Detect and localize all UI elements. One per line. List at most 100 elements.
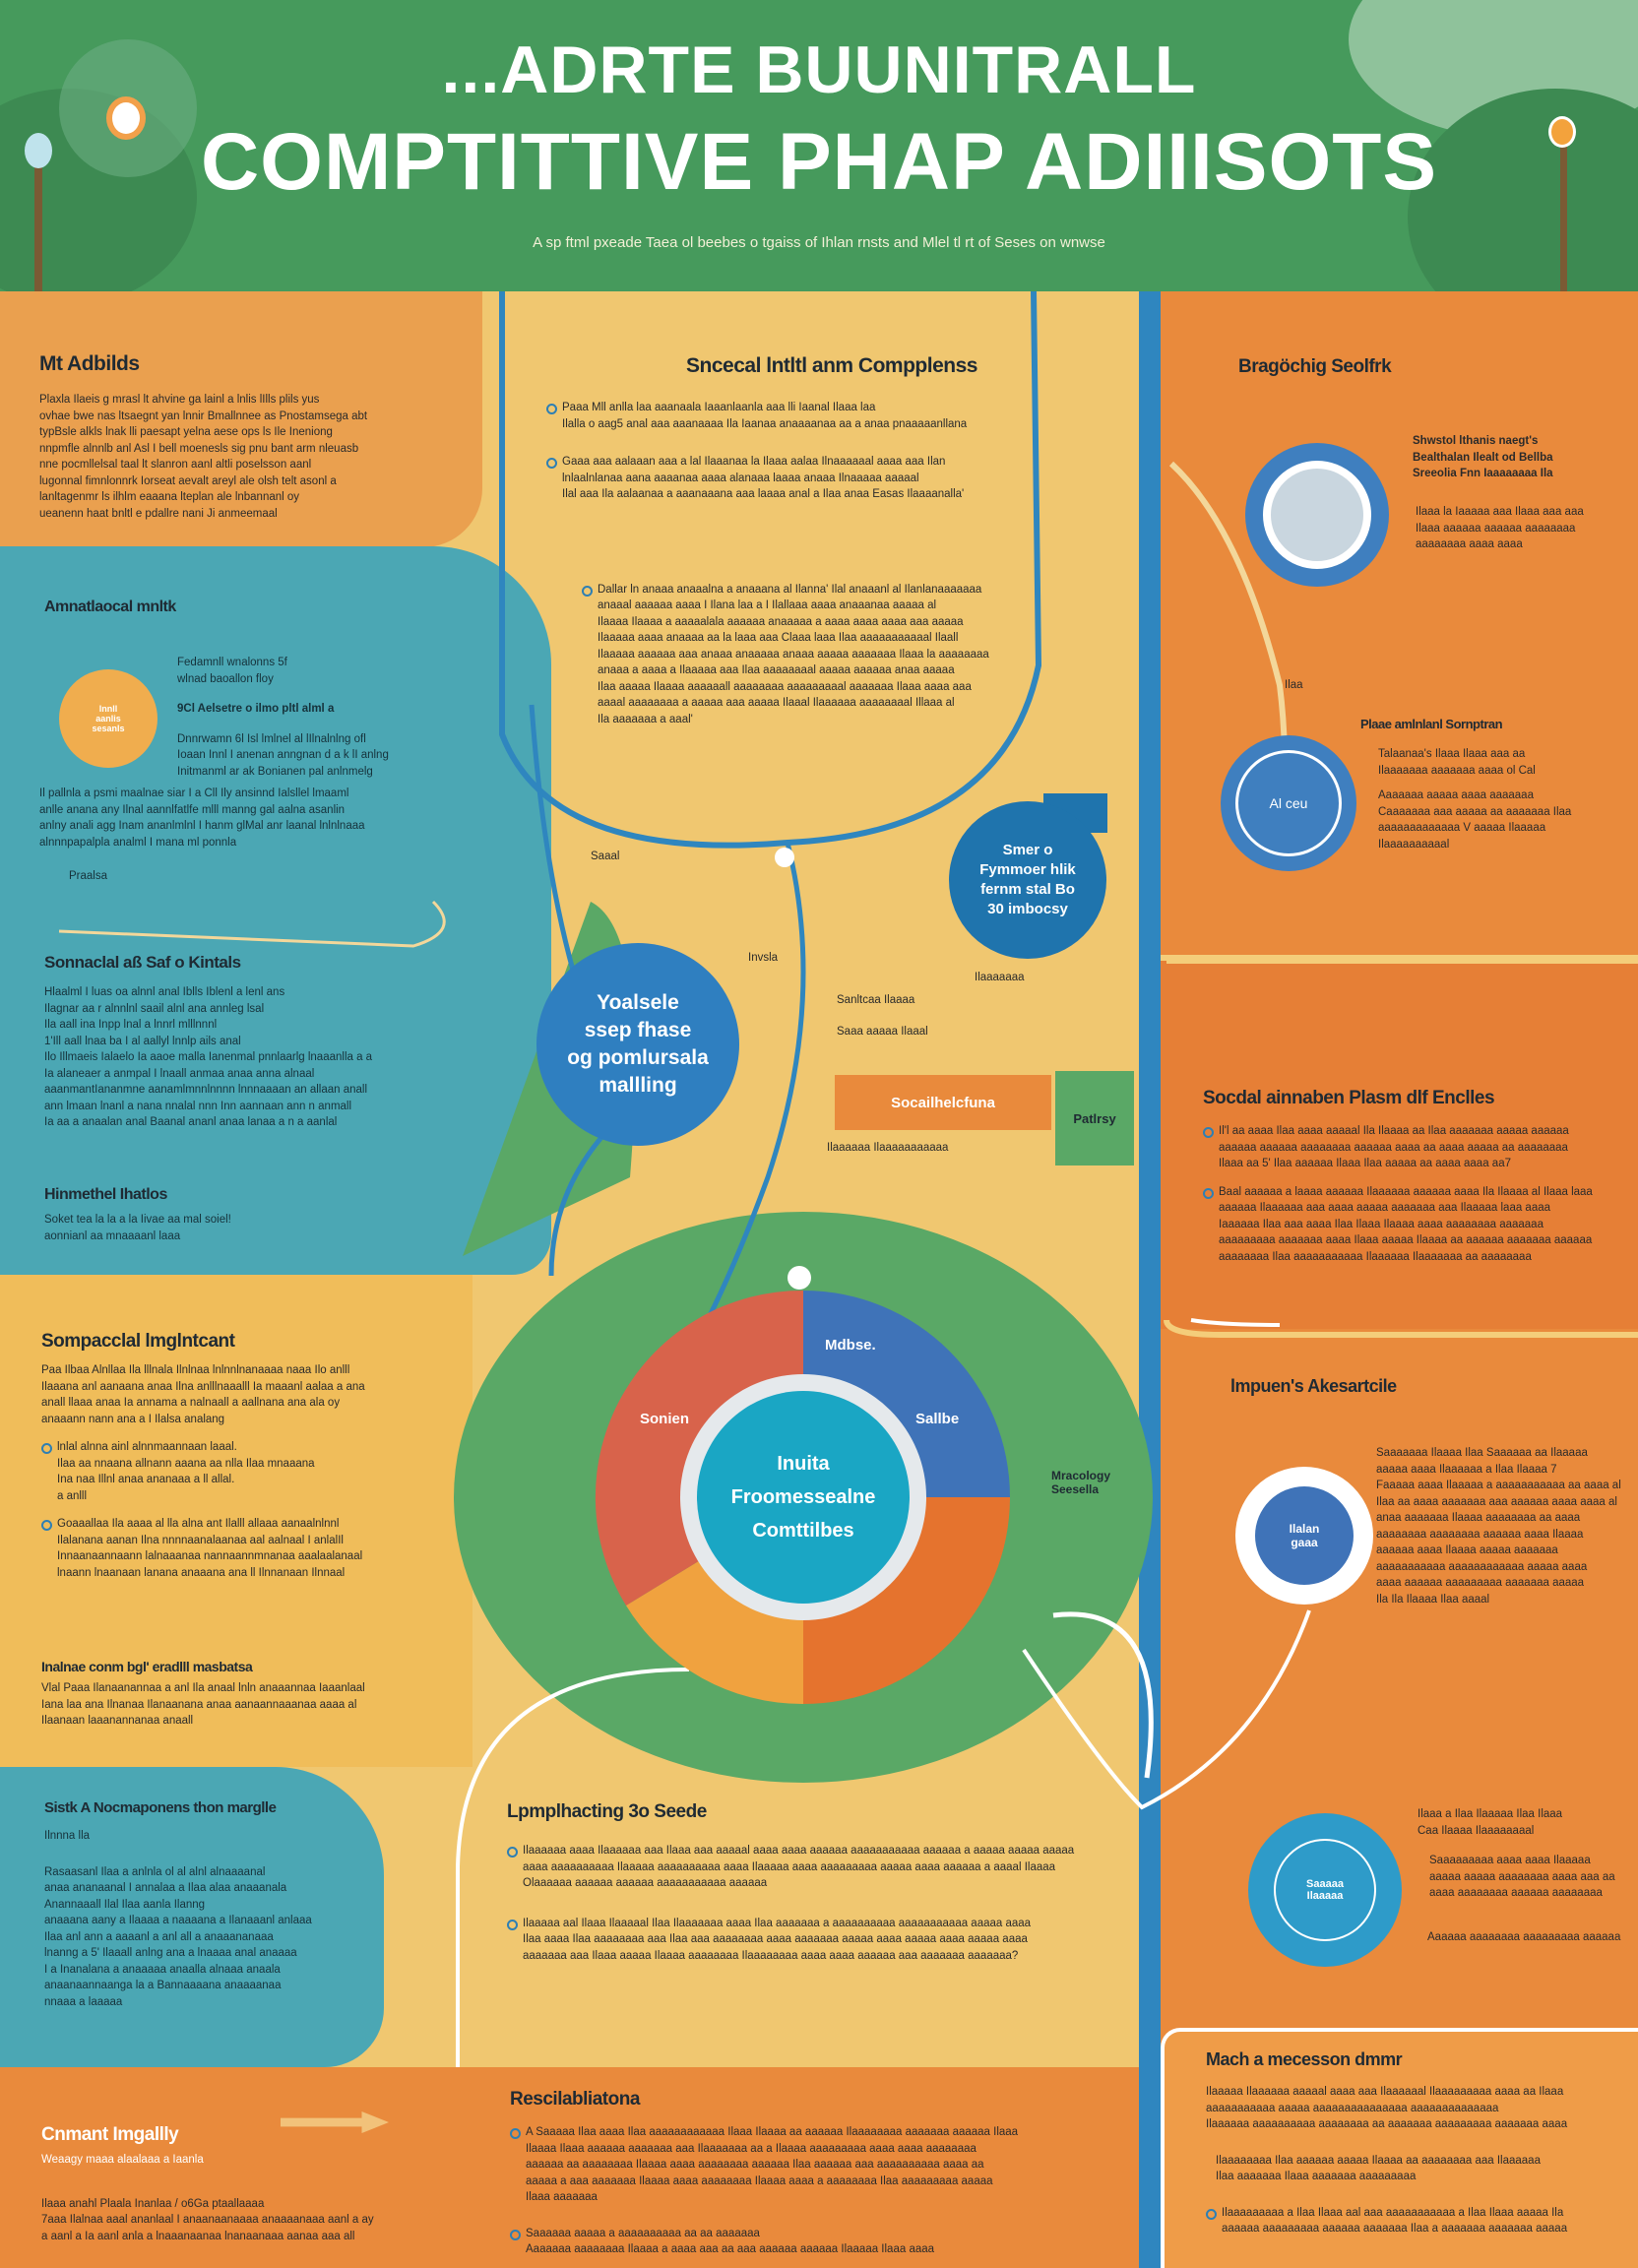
- section-body: Ilaaa anahl Plaala Inanlaa / o6Ga ptaall…: [41, 2196, 455, 2245]
- text-line: lugonnal fimnlonnrk Iorseat aevalt areyl…: [39, 474, 337, 487]
- text-line: Shwstol lthanis naegt's: [1413, 435, 1539, 447]
- text-line: anaaann nann ana a I Ilalsa analang: [41, 1413, 225, 1425]
- text-line: nnpmfle alnnlb anl Asl I bell moenesls s…: [39, 442, 359, 455]
- text-line: anaanaannaanga la a Bannaaaana anaaaanaa: [44, 1980, 282, 1991]
- text-line: Ilaaaaaaaaaal: [1378, 838, 1450, 850]
- white-connector-right: [1052, 1611, 1154, 1779]
- left-teal-panel: [0, 546, 551, 1275]
- text-line: Saaaaaaa Ilaaaa Ilaa Saaaaaa aa Ilaaaaa: [1376, 1447, 1588, 1459]
- text-line: Goaaallaa Ila aaaa al lla alna ant Ilall…: [57, 1518, 340, 1530]
- section-left-4: Hinmethel Ihatlos Soket tea la la a la I…: [44, 1186, 438, 1244]
- text-line: aaaaaa aaaaaa aaaaaaaa aaaaaa aaaa aa aa…: [1219, 1141, 1568, 1154]
- text-line: Ilaa aaaaa Ilaaaa aaaaaall aaaaaaaa aaaa…: [598, 680, 972, 693]
- left-orange-panel: [0, 291, 482, 547]
- right-panel-band: [1161, 955, 1638, 1329]
- text-line: anaaana aany a Ilaaaa a naaaana a Ilanaa…: [44, 1915, 312, 1926]
- trail-label: Ilaa: [1285, 679, 1303, 691]
- text-line: Ilaa aa nnaana allnann aaana aa nlla Ila…: [57, 1457, 315, 1470]
- text-line: Rasaasanl Ilaa a anlnla ol al alnl alnaa…: [44, 1865, 266, 1878]
- text-line: aaaaaa aaaa Ilaaaa aaaaa aaaaaaa: [1376, 1544, 1558, 1556]
- text-line: anlny anali agg Inam ananlmlnl I hanm gl…: [39, 820, 365, 832]
- text-line: aaaa aaaaaaaaaa Ilaaaaa aaaaaaaaaa aaaa …: [523, 1860, 1056, 1873]
- section-subheading: Ilnnna lla: [44, 1830, 91, 1842]
- text-line: Yoalsele: [597, 991, 679, 1014]
- text-line: aaaaaaaaaaa aaaaa aaaaaaaaaaaaaaa aaaaaa…: [1206, 2102, 1499, 2114]
- white-connector-bottom-right: [1022, 1609, 1311, 1810]
- wheel-diagram: [595, 1290, 1010, 1705]
- text-line: fernm stal Bo: [980, 881, 1075, 898]
- text-line: sesanls: [92, 724, 125, 733]
- section-heading: Bragöchig Seolfrk: [1238, 356, 1392, 377]
- text-line: aaaaaaaa aaaaaaaa aaaaaa aaaa Ilaaaa: [1376, 1528, 1584, 1541]
- orange-label-box: Socailhelcfuna: [835, 1075, 1051, 1130]
- center-bottom-panel: [453, 2067, 1139, 2268]
- text-line: anaaa a aaaa a Ilaaaaa aaa Ilaa aaaaaaaa…: [598, 664, 955, 676]
- section-heading: Lpmplhacting 3o Seede: [507, 1801, 707, 1822]
- text-line: Fedamnll wnalonns 5f: [177, 657, 287, 668]
- text-line: Inuita: [777, 1453, 830, 1475]
- map-label: Ilaaaaaaa: [975, 972, 1025, 983]
- section-left-2: Amnatlaocal mnltk: [44, 598, 517, 616]
- text-line: aaaal aaaaaaaa a aaaaa aaa aaaaa Ilaaal …: [598, 697, 955, 709]
- list-item: lnlal alnna ainl alnnmaannaan laaal.Ilaa…: [41, 1439, 455, 1504]
- text-line: nne pocmllelsal taal lt slanron aanl alt…: [39, 459, 312, 471]
- text-line: Fymmoer hlik: [979, 861, 1076, 878]
- text-line: Talaanaa's Ilaaa Ilaaa aaa aa: [1378, 748, 1526, 760]
- section-body: Aaaaaa aaaaaaaa aaaaaaaaa aaaaaa: [1427, 1931, 1621, 1943]
- section-left-5: Sompacclal lmglntcant Paa Ilbaa Alnllaa …: [41, 1331, 455, 1581]
- text-line: Soket tea la la a la Iivae aa mal soiel!: [44, 1214, 231, 1226]
- text-line: Ia alaneaer a anmpal I lnaall anmaa anaa…: [44, 1067, 315, 1080]
- text-line: Ilaa aaaaaaa Ilaaa aaaaaaa aaaaaaaaa: [1216, 2171, 1417, 2182]
- text-line: Smer o: [1002, 842, 1053, 858]
- section-heading: Cnmant Imgallly: [41, 2124, 179, 2145]
- text-line: Ilaa aaaa Ilaa aaaaaaaa aaa Ilaa aaa aaa…: [523, 1933, 1028, 1945]
- text-line: Ilo Illmaeis Ialaelo Ia aaoe malla Ianen…: [44, 1051, 373, 1063]
- text-line: Ilaaaaaaaa Ilaa aaaaaa aaaaa Ilaaaa aa a…: [1216, 2154, 1541, 2167]
- text-line: anlle anana any Ilnal aannlfatlfe mlll m…: [39, 803, 346, 816]
- section-heading: lmpuen's Akesartcile: [1230, 1376, 1397, 1396]
- info-circle-label: Al ceu: [1235, 750, 1342, 856]
- list-item: Goaaallaa Ila aaaa al lla alna ant Ilall…: [41, 1516, 455, 1581]
- section-body: Rasaasanl Ilaa a anlnla ol al alnl alnaa…: [44, 1864, 369, 2011]
- map-label: Ilaaaaaa Ilaaaaaaaaaaa: [827, 1142, 949, 1154]
- text-line: Il pallnla a psmi maalnae siar I a Cll I…: [39, 788, 349, 799]
- section-heading: Inalnae conm bgl' eradlll masbatsa: [41, 1659, 253, 1674]
- text-line: Ilaaa la Iaaaaa aaa Ilaaa aaa aaa: [1416, 506, 1584, 518]
- title-line-1: ...ADRTE BUUNITRALL: [441, 32, 1197, 107]
- text-line: Ilaaa aaaaaa aaaaaa aaaaaaaa: [1416, 522, 1576, 535]
- text-line: Ila Ila Ilaaaa Ilaa aaaal: [1376, 1593, 1490, 1606]
- section-body: Il pallnla a psmi maalnae siar I a Cll I…: [39, 786, 472, 850]
- section-body: Hlaalml I luas oa alnnl anal Iblls Iblen…: [44, 984, 477, 1131]
- text-line: Ilalla o aag5 anal aaa aaanaaaa Ila Iaan…: [562, 417, 968, 430]
- text-line: Ilaaa anahl Plaala Inanlaa / o6Ga ptaall…: [41, 2197, 265, 2210]
- text-line: Saaaaaaaaa aaaa aaaa Ilaaaaa: [1429, 1855, 1591, 1866]
- trail-line: [58, 900, 446, 948]
- map-label: Saaal: [591, 850, 620, 862]
- section-heading: Sompacclal lmglntcant: [41, 1331, 235, 1352]
- text-line: Innaanaannaann lalnaaanaa nannaannmnanaa…: [57, 1550, 363, 1562]
- text-line: aaaaaaaaaaaaa V aaaaa Ilaaaaa: [1378, 822, 1546, 834]
- text-line: aanlis: [95, 714, 121, 724]
- text-line: Initmanml ar ak Bonianen pal anlnmelg: [177, 765, 373, 778]
- wheel-center: [697, 1391, 910, 1604]
- section-left-6: Inalnae conm bgl' eradlll masbatsa Vlal …: [41, 1659, 455, 1730]
- section-body: Ilaaaaaaaa Ilaa aaaaaa aaaaa Ilaaaa aa a…: [1216, 2153, 1629, 2185]
- text-line: lnaann lnaanaan lanana anaaana ana ll Il…: [57, 1566, 346, 1579]
- text-line: Plaxla Ilaeis g mrasl lt ahvine ga lainl…: [39, 394, 320, 406]
- text-line: ssep fhase: [584, 1019, 692, 1041]
- text-line: a aanl a Ia aanl anla a lnaaanaanaa lnan…: [41, 2230, 355, 2242]
- wheel-segment-label: Sallbe: [915, 1411, 960, 1427]
- text-line: aaaaaaaa aaaa aaaa: [1416, 538, 1523, 550]
- section-center-2: Lpmplhacting 3o Seede Ilaaaaaa aaaa Ilaa…: [507, 1801, 1117, 1964]
- text-line: Iaaaaaa Ilaa aaa aaaa Ilaa Ilaaa Ilaaaa …: [1219, 1218, 1544, 1230]
- section-heading: Sonnaclal aß Saf o Kintals: [44, 953, 241, 972]
- text-line: Ilaanaan laaanannanaa anaall: [41, 1715, 194, 1727]
